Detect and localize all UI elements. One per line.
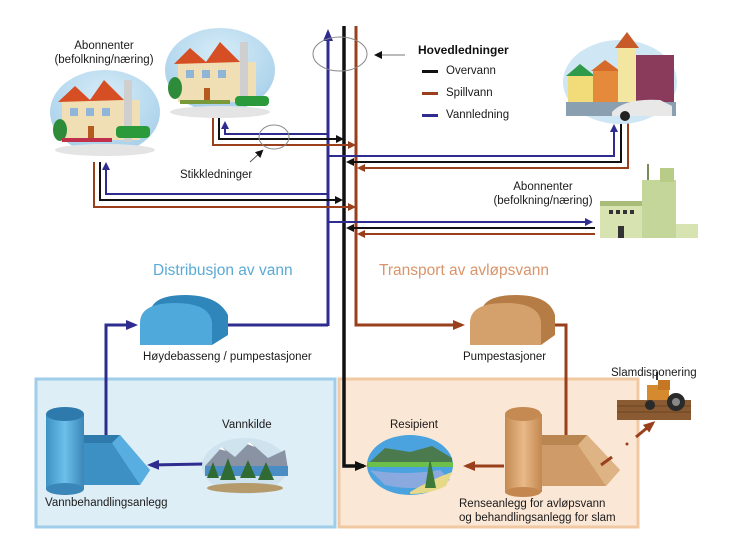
wastewater-plant-line-2: og behandlingsanlegg for slam [459, 512, 616, 524]
legend-swatch-vannledning [422, 113, 438, 117]
main-lines-highlight [312, 36, 368, 72]
sludge-line-dot [625, 442, 629, 446]
subscribers-label-right: Abonnenter (befolkning/næring) [478, 180, 608, 208]
main-to-pump-line [354, 320, 465, 330]
recipient-icon [367, 435, 453, 495]
legend-swatch-spillvann [422, 91, 438, 95]
treatment-to-reservoir-line [104, 320, 138, 446]
subscribers-label-line-2: (befolkning/næring) [54, 54, 154, 66]
legend-item-overvann: Overvann [422, 65, 496, 77]
legend-item-spillvann: Spillvann [422, 87, 493, 99]
water-source-icon [202, 438, 288, 494]
sludge-disposal-label: Slamdisponering [611, 367, 697, 379]
wastewater-plant-line-1: Renseanlegg for avløpsvann [459, 498, 606, 510]
sludge-arrow [635, 421, 656, 439]
distribution-title: Distribusjon av vann [153, 262, 293, 279]
storm-to-recipient-line [342, 461, 367, 471]
service-line-water-town [328, 124, 618, 157]
subscriber-industry-icon [600, 164, 698, 238]
legend-label-overvann: Overvann [446, 65, 496, 77]
service-line-sewer-house2 [212, 118, 356, 149]
service-lines-highlight [258, 124, 290, 150]
reservoir-label: Høydebasseng / pumpestasjoner [143, 351, 312, 363]
subscribers-right-line-1: Abonnenter [513, 181, 573, 193]
legend-title: Hovedledninger [418, 43, 509, 57]
service-lines-label: Stikkledninger [180, 169, 253, 181]
plant-to-sludge-line [600, 455, 613, 467]
water-treatment-plant-icon [46, 407, 150, 495]
legend-label-spillvann: Spillvann [446, 87, 493, 99]
wastewater-plant-label: Renseanlegg for avløpsvann og behandling… [459, 497, 616, 525]
water-source-label: Vannkilde [222, 419, 272, 431]
service-line-sewer-town [357, 122, 629, 172]
service-line-storm-house1 [99, 162, 343, 204]
pump-stations-label: Pumpestasjoner [463, 351, 547, 363]
pump-station-icon [470, 295, 555, 345]
service-line-storm-town [346, 122, 622, 166]
legend-item-vannledning: Vannledning [422, 109, 509, 121]
reservoir-icon [140, 295, 228, 345]
service-line-storm-house2 [218, 118, 344, 143]
legend-label-vannledning: Vannledning [446, 109, 510, 121]
transport-title: Transport av avløpsvann [379, 262, 550, 279]
recipient-label: Resipient [390, 419, 438, 431]
subscribers-label-top-left: Abonnenter (befolkning/næring) [54, 39, 154, 67]
subscribers-label-line-1: Abonnenter [74, 40, 134, 52]
tractor-icon [617, 372, 691, 420]
subscriber-town-icon [563, 32, 677, 124]
service-line-water-house1 [102, 162, 328, 195]
service-line-sewer-house1 [93, 162, 356, 211]
service-lines-pointer [249, 149, 264, 163]
legend-swatch-overvann [422, 69, 438, 73]
service-line-water-house2 [221, 121, 328, 135]
subscriber-houses-icon-1 [50, 70, 160, 156]
water-treatment-label: Vannbehandlingsanlegg [45, 497, 168, 509]
subscribers-right-line-2: (befolkning/næring) [493, 195, 593, 207]
subscriber-houses-icon-2 [165, 28, 275, 118]
wastewater-plant-icon [505, 407, 620, 497]
source-to-treatment-line [147, 459, 205, 470]
